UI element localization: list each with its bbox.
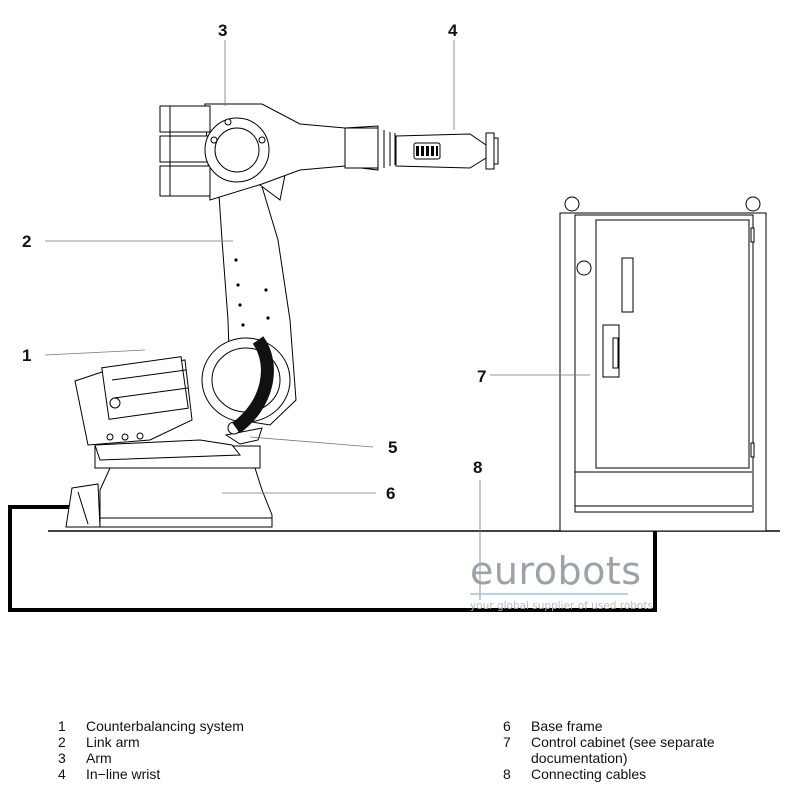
callout-5: 5 [388, 438, 397, 457]
watermark-tagline: your global supplier of used robots [470, 600, 653, 612]
callout-7: 7 [477, 367, 486, 386]
legend-label: documentation) [531, 750, 628, 766]
callout-8: 8 [473, 458, 482, 477]
eurobots-watermark: eurobots your global supplier of used ro… [470, 549, 653, 612]
legend-number [503, 750, 531, 766]
connecting-cable [8, 505, 657, 612]
wrist-label-plate [416, 146, 438, 156]
legend-number: 1 [58, 718, 66, 734]
legend-item: 1 Counterbalancing system [58, 718, 398, 734]
legend-label: Arm [86, 750, 112, 766]
arm [159, 103, 396, 201]
legend-number: 3 [58, 750, 66, 766]
legend-item: 7 Control cabinet (see separate [503, 734, 793, 750]
legend-label: Connecting cables [531, 766, 647, 782]
control-cabinet [559, 196, 767, 532]
callout-leaders [44, 40, 590, 600]
callout-1: 1 [22, 346, 31, 365]
legend-column-right: 6 Base frame 7 Control cabinet (see sepa… [503, 718, 793, 782]
legend-number: 8 [503, 766, 511, 782]
legend-number: 2 [58, 734, 66, 750]
link-arm [201, 127, 297, 445]
callout-6: 6 [386, 484, 395, 503]
counterbalancing-system [74, 356, 242, 461]
legend-label: Link arm [86, 734, 140, 750]
legend-item: 6 Base frame [503, 718, 793, 734]
base-frame [65, 445, 273, 528]
legend-item: 4 In−line wrist [58, 766, 398, 782]
legend: 1 Counterbalancing system 2 Link arm 3 A… [0, 718, 800, 800]
link-arm-dots [234, 258, 270, 327]
legend-item: 8 Connecting cables [503, 766, 793, 782]
legend-label: Counterbalancing system [86, 718, 244, 734]
robot-system-diagram: 3 4 2 1 5 6 7 8 eurobots your global sup… [8, 21, 780, 612]
callout-3: 3 [218, 21, 227, 40]
watermark-brand: eurobots [470, 549, 642, 593]
legend-column-left: 1 Counterbalancing system 2 Link arm 3 A… [58, 718, 398, 782]
in-line-wrist [395, 132, 499, 170]
legend-number: 6 [503, 718, 511, 734]
legend-label: In−line wrist [86, 766, 161, 782]
link-arm-hose-lower [231, 336, 274, 434]
callout-4: 4 [448, 21, 458, 40]
legend-number: 7 [503, 734, 511, 750]
legend-number: 4 [58, 766, 66, 782]
legend-item: 3 Arm [58, 750, 398, 766]
callout-2: 2 [22, 232, 31, 251]
legend-label: Control cabinet (see separate [531, 734, 715, 750]
legend-item: documentation) [503, 750, 793, 766]
legend-item: 2 Link arm [58, 734, 398, 750]
legend-label: Base frame [531, 718, 603, 734]
